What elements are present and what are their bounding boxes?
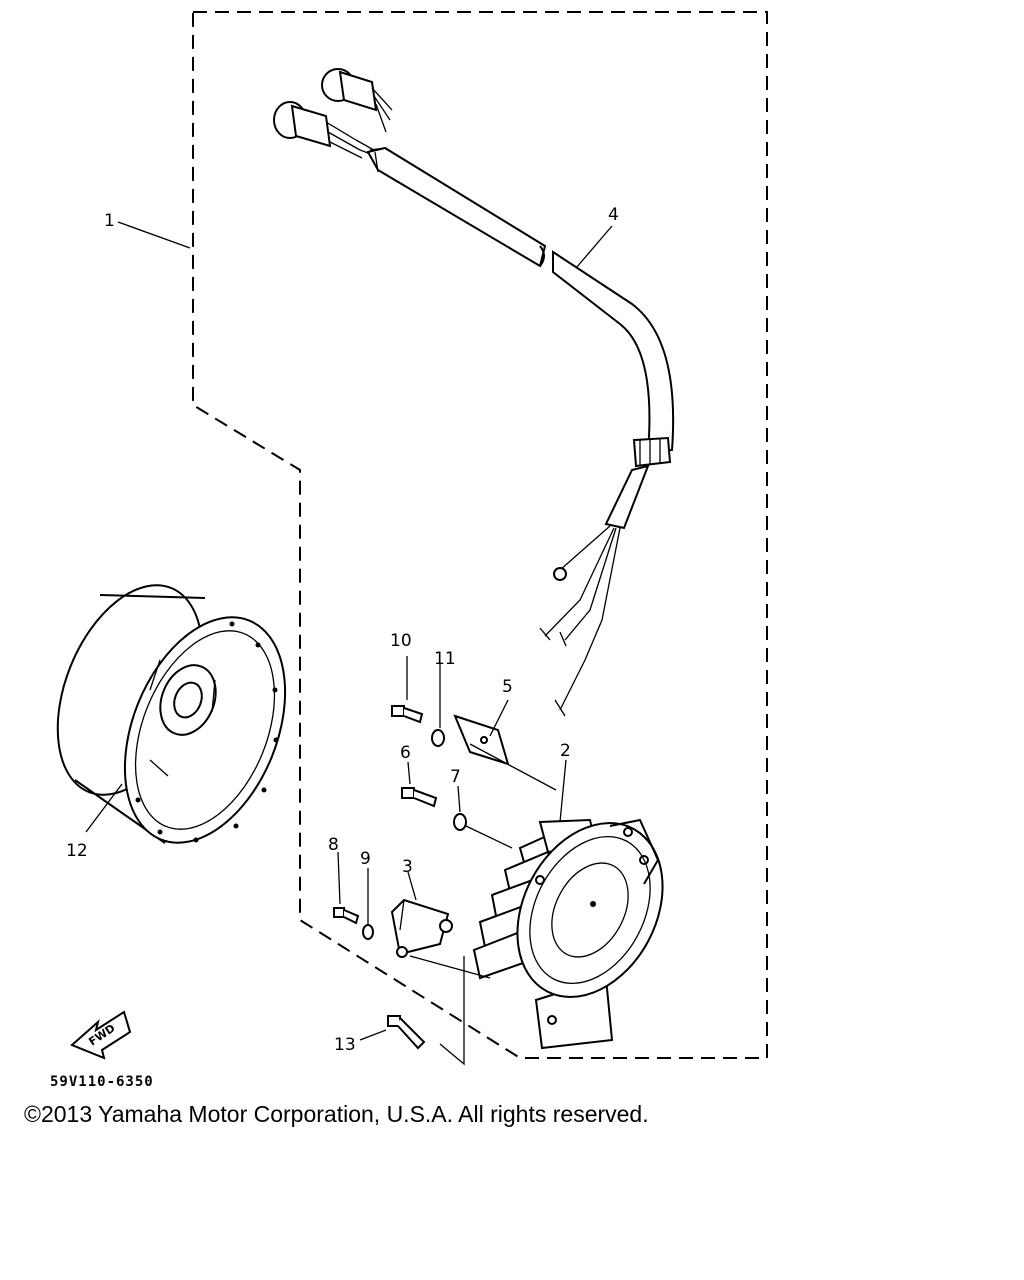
connector-upper [321,68,393,133]
screw-10 [391,705,424,724]
assembly-boundary [192,11,768,1059]
connector-lower [273,101,363,159]
wire-harness [273,68,675,717]
stator-assembly [472,818,664,1050]
copyright-notice: ©2013 Yamaha Motor Corporation, U.S.A. A… [24,1101,649,1127]
callout-9: 9 [360,849,371,869]
screw-6 [401,787,438,808]
leader-lines [85,221,613,1066]
screw-13 [387,1015,426,1050]
callout-10: 10 [390,631,412,651]
forward-arrow: FWD [70,1010,132,1060]
callout-3: 3 [402,857,413,877]
callout-8: 8 [328,835,339,855]
callout-4: 4 [608,205,619,225]
callout-1: 1 [104,211,115,231]
screw-8 [333,907,360,925]
callout-7: 7 [450,767,461,787]
callout-5: 5 [502,677,513,697]
callout-11: 11 [434,649,456,669]
callout-12: 12 [66,841,88,861]
bracket-part-5 [453,714,510,766]
callout-2: 2 [560,741,571,761]
drawing-code: 59V110-6350 [50,1074,154,1090]
washer-9 [362,924,374,940]
callout-13: 13 [334,1035,356,1055]
flywheel-bolt-holes [135,621,279,843]
flywheel-rotor [56,584,287,844]
callout-6: 6 [400,743,411,763]
washer-7 [453,813,467,831]
pulser-coil-part-3 [390,898,453,958]
washer-11 [431,729,445,747]
